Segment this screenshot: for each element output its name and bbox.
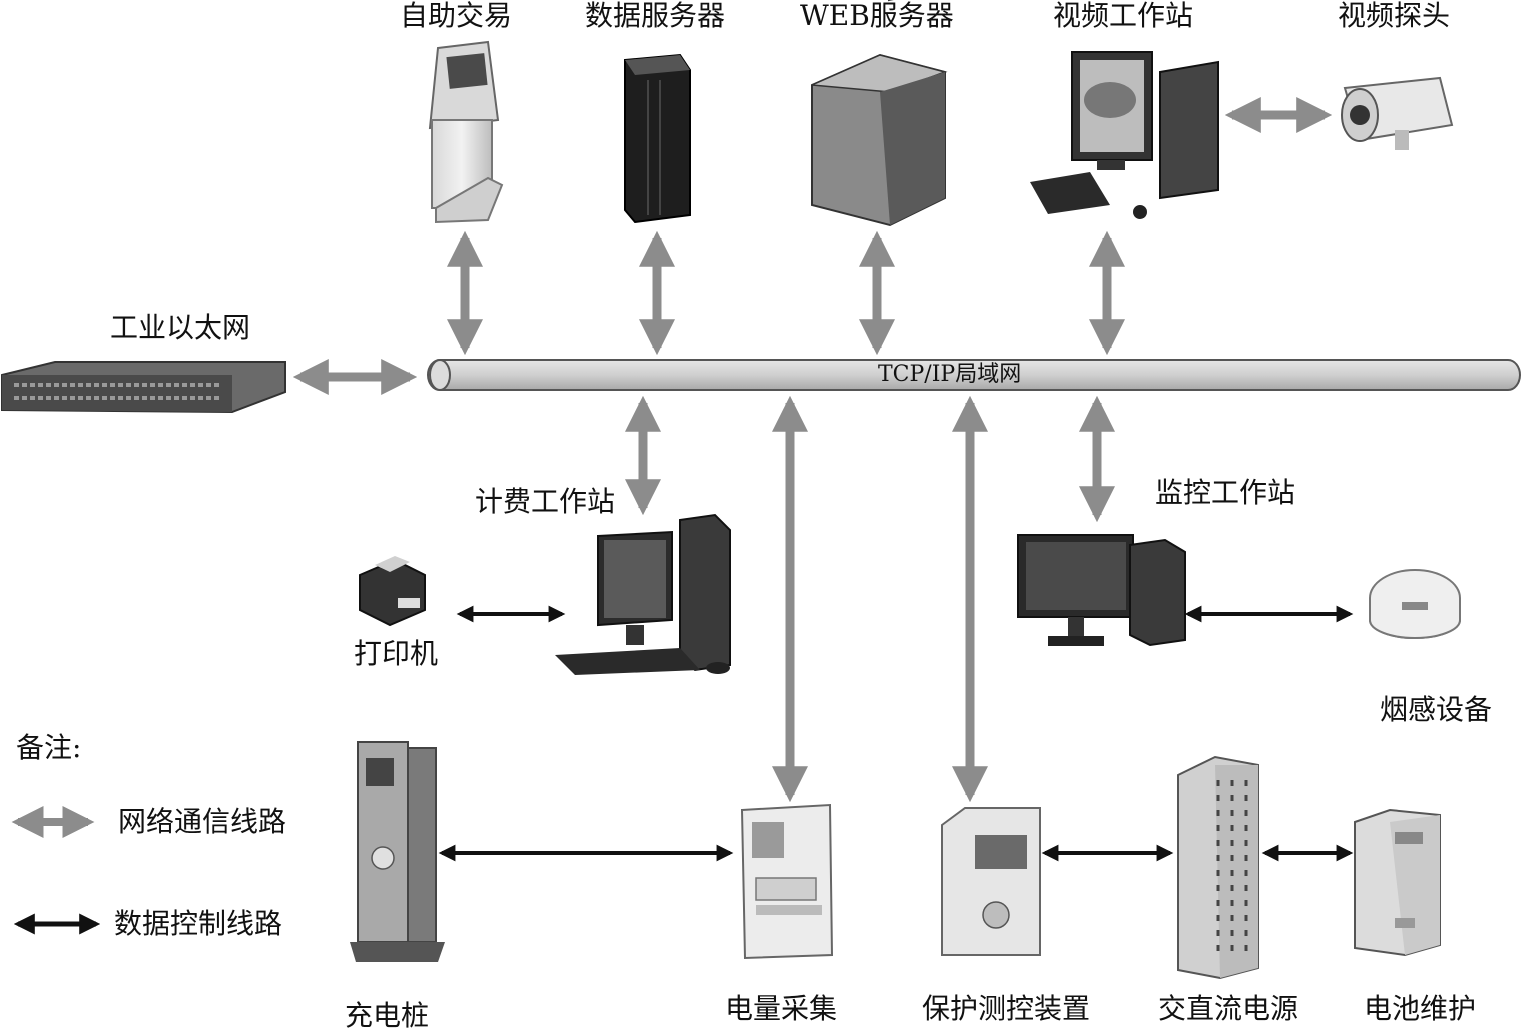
kiosk-device [428, 40, 504, 224]
acdc-power-device [1177, 755, 1259, 980]
label-billing-workstation: 计费工作站 [475, 485, 616, 518]
label-battery-maintenance: 电池维护 [1364, 992, 1477, 1025]
video-camera-device [1341, 76, 1454, 150]
bus-label: TCP/IP局域网 [878, 362, 1022, 387]
label-monitor-workstation: 监控工作站 [1155, 476, 1296, 509]
energy-meter-device [740, 803, 834, 960]
label-data-server: 数据服务器 [585, 0, 726, 32]
protection-device-icon [941, 807, 1041, 956]
label-charging-pile: 充电桩 [345, 999, 430, 1032]
web-server-device [811, 0, 948, 227]
tcp-ip-bus [427, 359, 1521, 391]
label-acdc-power: 交直流电源 [1158, 992, 1299, 1025]
ethernet-switch-device [0, 361, 286, 414]
network-links [292, 97, 1333, 803]
smoke-detector-device [1369, 569, 1461, 639]
data-server-device [624, 53, 691, 224]
label-ethernet-switch: 工业以太网 [110, 311, 251, 344]
printer-device [359, 556, 426, 627]
charging-pile-device [350, 741, 445, 962]
label-video-workstation: 视频工作站 [1053, 0, 1194, 32]
label-kiosk: 自助交易 [400, 0, 513, 32]
legend-network-label: 网络通信线路 [118, 805, 287, 838]
label-web-server: WEB服务器 [800, 0, 954, 32]
billing-workstation-device [555, 513, 731, 675]
label-printer: 打印机 [354, 637, 439, 670]
monitor-workstation-device [1017, 534, 1186, 647]
control-links [438, 605, 1354, 862]
label-video-camera: 视频探头 [1338, 0, 1451, 32]
label-protection-device: 保护测控装置 [922, 992, 1091, 1025]
label-energy-meter: 电量采集 [725, 992, 838, 1025]
video-workstation-device [1030, 51, 1219, 219]
legend-control-label: 数据控制线路 [114, 907, 283, 940]
battery-maintenance-device [1354, 808, 1441, 957]
label-smoke-detector: 烟感设备 [1380, 693, 1493, 726]
legend-title: 备注: [16, 731, 82, 764]
